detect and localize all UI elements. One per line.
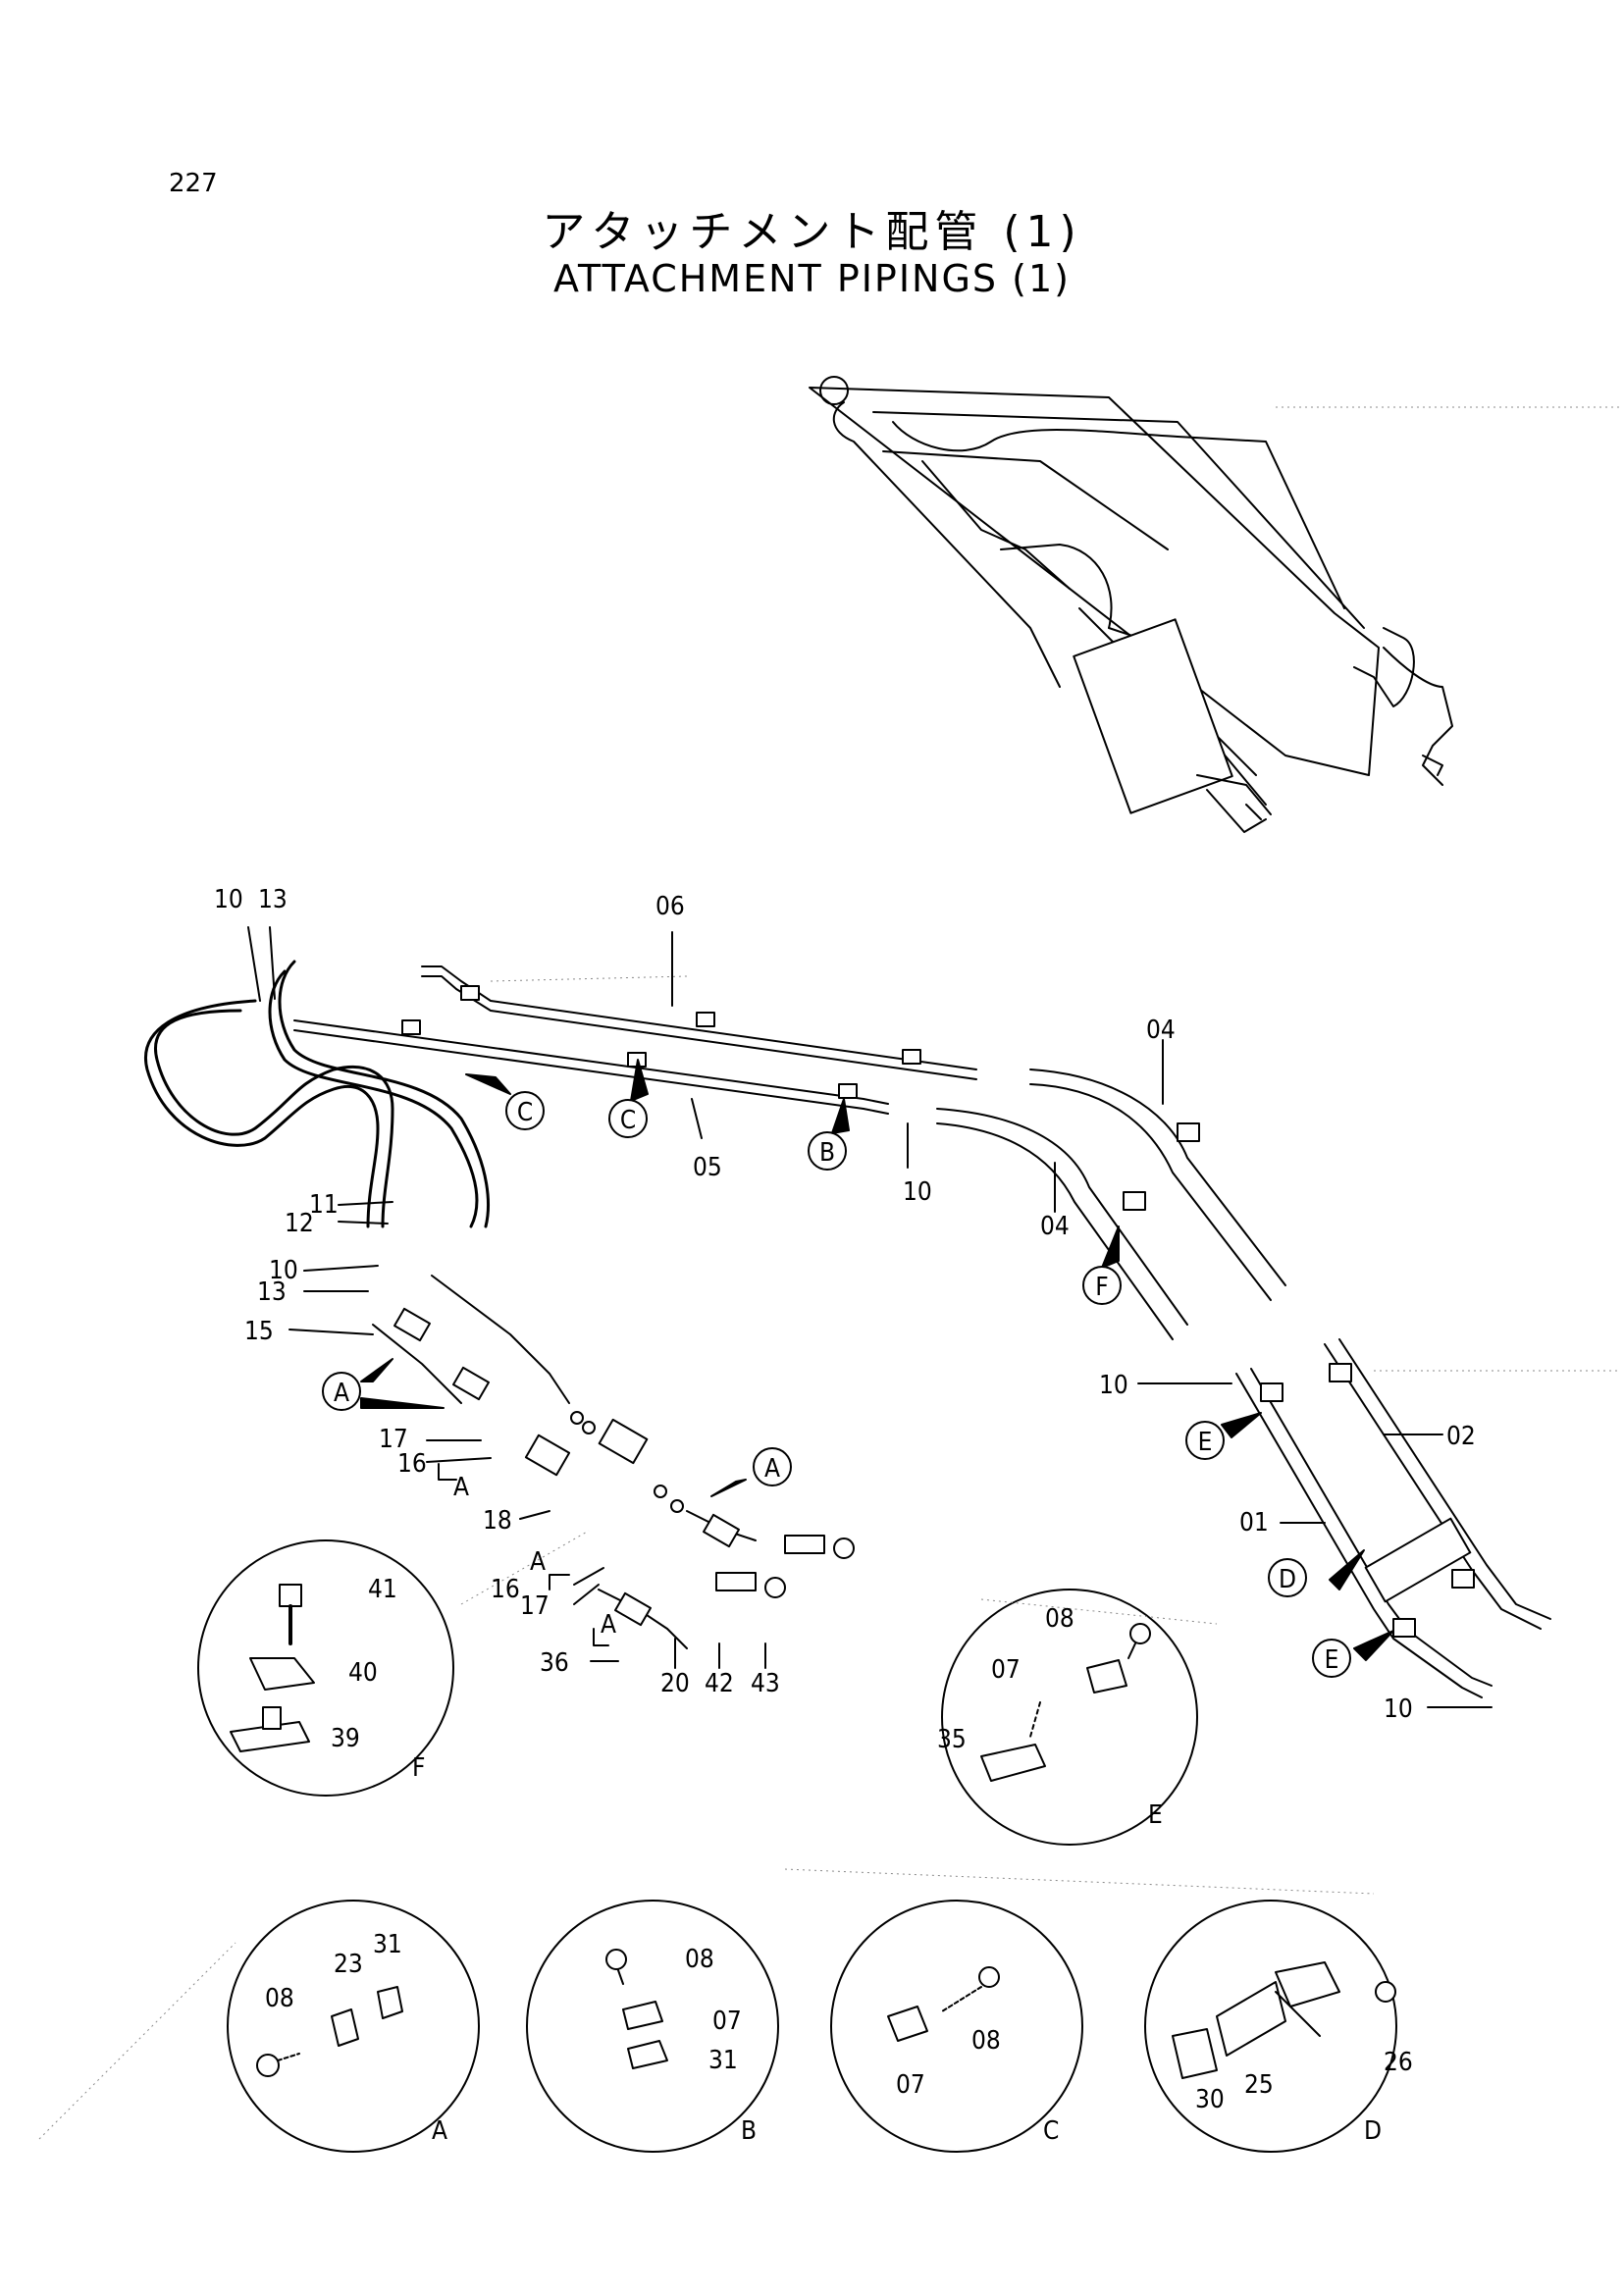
detail-e-label: E	[1148, 1800, 1163, 1830]
callout-d	[1268, 1558, 1307, 1597]
detail-e-part-07: 07	[991, 1655, 1021, 1685]
part-label-10: 10	[214, 885, 243, 914]
part-label-17-lower: 17	[520, 1591, 550, 1621]
callout-b-letter: B	[819, 1138, 835, 1168]
detail-b-part-07: 07	[712, 2007, 742, 2036]
part-label-13: 13	[258, 885, 288, 914]
detail-b-part-08: 08	[685, 1945, 714, 1974]
callout-a-right-letter: A	[764, 1454, 780, 1484]
callout-c-1	[505, 1091, 545, 1130]
page-number: 227	[169, 169, 218, 198]
part-label-12: 12	[285, 1209, 314, 1238]
callout-e-lower	[1312, 1639, 1351, 1678]
callout-f-letter: F	[1095, 1273, 1108, 1302]
callout-a-left-letter: A	[334, 1379, 349, 1408]
part-label-43: 43	[751, 1669, 780, 1698]
ref-label-a-2: A	[530, 1547, 546, 1577]
detail-f-part-40: 40	[348, 1658, 378, 1688]
detail-d-part-26: 26	[1384, 2048, 1413, 2077]
title-english: ATTACHMENT PIPINGS (1)	[553, 257, 1071, 300]
part-label-18: 18	[483, 1506, 512, 1536]
excavator-arm-illustration	[809, 376, 1453, 833]
ref-label-a-3: A	[601, 1610, 616, 1640]
part-label-10-pipe: 10	[903, 1177, 932, 1207]
detail-c-part-07: 07	[896, 2070, 925, 2100]
part-label-16-lower: 16	[491, 1575, 520, 1604]
part-label-42: 42	[705, 1669, 734, 1698]
callout-c-1-letter: C	[517, 1098, 533, 1127]
callout-a-left	[322, 1372, 361, 1411]
detail-d-part-30: 30	[1195, 2085, 1225, 2114]
detail-e-part-08: 08	[1045, 1604, 1074, 1634]
title-japanese: アタッチメント配管 (1)	[542, 207, 1082, 257]
part-label-20: 20	[660, 1669, 690, 1698]
callout-b	[808, 1131, 847, 1171]
part-label-10-right: 10	[1099, 1371, 1128, 1400]
callout-e-upper-letter: E	[1198, 1428, 1213, 1457]
detail-a-part-23: 23	[334, 1950, 363, 1979]
detail-d-part-25: 25	[1244, 2070, 1274, 2100]
detail-f-part-39: 39	[331, 1724, 360, 1753]
callout-f	[1082, 1266, 1122, 1305]
detail-c-part-08: 08	[971, 2026, 1001, 2056]
detail-f-label: F	[412, 1753, 425, 1783]
part-label-17-upper: 17	[379, 1425, 408, 1454]
detail-a-part-31: 31	[373, 1930, 402, 1959]
part-label-10-bottom: 10	[1384, 1694, 1413, 1724]
callout-a-right	[753, 1447, 792, 1486]
callout-e-upper	[1185, 1421, 1225, 1460]
part-label-15: 15	[244, 1317, 274, 1346]
part-label-01: 01	[1239, 1508, 1269, 1538]
detail-e-part-35: 35	[937, 1725, 967, 1754]
detail-b-label: B	[741, 2116, 757, 2146]
ref-label-a-1: A	[453, 1473, 469, 1502]
part-label-05: 05	[693, 1153, 722, 1182]
part-label-04-upper: 04	[1146, 1016, 1176, 1045]
detail-f-part-41: 41	[368, 1575, 397, 1604]
part-label-36: 36	[540, 1648, 569, 1678]
callout-e-lower-letter: E	[1325, 1645, 1339, 1675]
detail-c-label: C	[1043, 2116, 1059, 2146]
part-label-04-lower: 04	[1040, 1212, 1070, 1241]
detail-b-part-31: 31	[708, 2046, 738, 2075]
part-label-11: 11	[309, 1190, 339, 1220]
part-label-13-hose: 13	[257, 1277, 287, 1307]
detail-d-label: D	[1364, 2116, 1382, 2146]
part-label-10-hose: 10	[269, 1256, 298, 1285]
detail-a-part-08: 08	[265, 1984, 294, 2013]
part-label-06: 06	[655, 892, 685, 921]
part-label-02: 02	[1446, 1422, 1476, 1451]
callout-d-letter: D	[1279, 1565, 1296, 1594]
detail-a-label: A	[432, 2116, 447, 2146]
callout-c-2	[608, 1099, 648, 1138]
part-label-16-upper: 16	[397, 1449, 427, 1479]
callout-c-2-letter: C	[620, 1106, 636, 1135]
